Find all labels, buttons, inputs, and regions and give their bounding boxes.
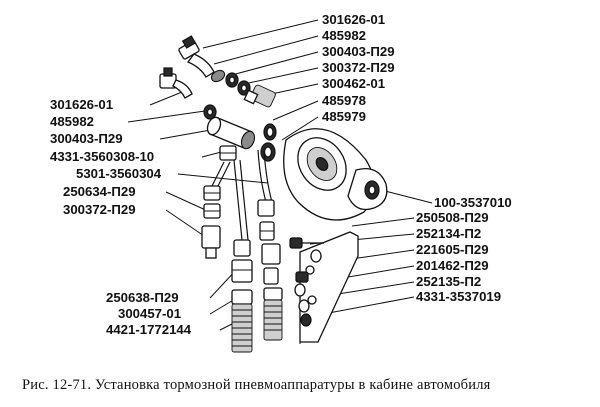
label-485982-top: 485982 xyxy=(322,28,366,43)
label-252135-p2: 252135-П2 xyxy=(416,274,481,289)
hollow-bolt xyxy=(243,84,276,108)
label-301626-01-top: 301626-01 xyxy=(322,12,385,27)
label-250508-p29: 250508-П29 xyxy=(416,210,489,225)
label-4421-1772144: 4421-1772144 xyxy=(106,322,192,337)
label-4331-3537019: 4331-3537019 xyxy=(416,289,501,304)
label-5301-3560304: 5301-3560304 xyxy=(76,166,162,181)
label-300372-p29-left: 300372-П29 xyxy=(63,202,136,217)
label-201462-p29: 201462-П29 xyxy=(416,258,489,273)
label-250638-p29: 250638-П29 xyxy=(106,290,179,305)
parts-drawing xyxy=(159,35,388,353)
mounting-bracket xyxy=(299,231,359,344)
banjo-fitting-left xyxy=(159,67,193,99)
tee-fitting xyxy=(257,199,275,241)
adapter-cylinder xyxy=(206,116,256,150)
o-ring-2-inner xyxy=(263,146,273,158)
fastener-bolt-2 xyxy=(294,271,312,327)
fastener-washer-1 xyxy=(310,249,322,263)
label-300457-01: 300457-01 xyxy=(118,306,181,321)
label-4331-3560308-10: 4331-3560308-10 xyxy=(50,149,154,164)
coupling-middle xyxy=(231,239,253,283)
brake-valve-body xyxy=(283,128,388,221)
labels-bottom-left: 250638-П29 300457-01 4421-1772144 xyxy=(106,290,192,337)
label-300403-p29-top: 300403-П29 xyxy=(322,44,395,59)
label-300462-01: 300462-01 xyxy=(322,76,385,91)
nut-left-1 xyxy=(219,145,237,161)
brake-tubes xyxy=(211,149,273,241)
label-100-3537010: 100-3537010 xyxy=(434,195,512,210)
washer-2-hole xyxy=(240,84,248,92)
labels-left: 301626-01 485982 300403-П29 4331-3560308… xyxy=(50,97,162,217)
union-nut-a xyxy=(203,185,221,201)
union-nut-b xyxy=(203,203,221,219)
coupling-right xyxy=(261,243,281,285)
label-300403-p29-left: 300403-П29 xyxy=(50,131,123,146)
label-250634-p29: 250634-П29 xyxy=(63,184,136,199)
union-nut-c xyxy=(201,225,221,259)
label-300372-p29-top: 300372-П29 xyxy=(322,60,395,75)
washer-3-hole xyxy=(206,108,214,116)
banjo-fitting-upper xyxy=(178,35,226,83)
label-252134-p2: 252134-П2 xyxy=(416,226,481,241)
label-485982-left: 485982 xyxy=(50,114,94,129)
label-301626-01-left: 301626-01 xyxy=(50,97,113,112)
fastener-bolt-1 xyxy=(289,237,324,249)
washer-1-hole xyxy=(228,76,236,84)
label-485978: 485978 xyxy=(322,93,366,108)
labels-top-right: 301626-01 485982 300403-П29 300372-П29 3… xyxy=(322,12,395,124)
label-221605-p29: 221605-П29 xyxy=(416,242,489,257)
hose-right xyxy=(263,287,283,341)
labels-right: 100-3537010 250508-П29 252134-П2 221605-… xyxy=(416,195,512,304)
hose-4421-1772144 xyxy=(231,289,253,353)
figure-caption: Рис. 12-71. Установка тормозной пневмоап… xyxy=(22,377,491,393)
label-485979: 485979 xyxy=(322,109,366,124)
o-ring-1-inner xyxy=(266,126,274,138)
